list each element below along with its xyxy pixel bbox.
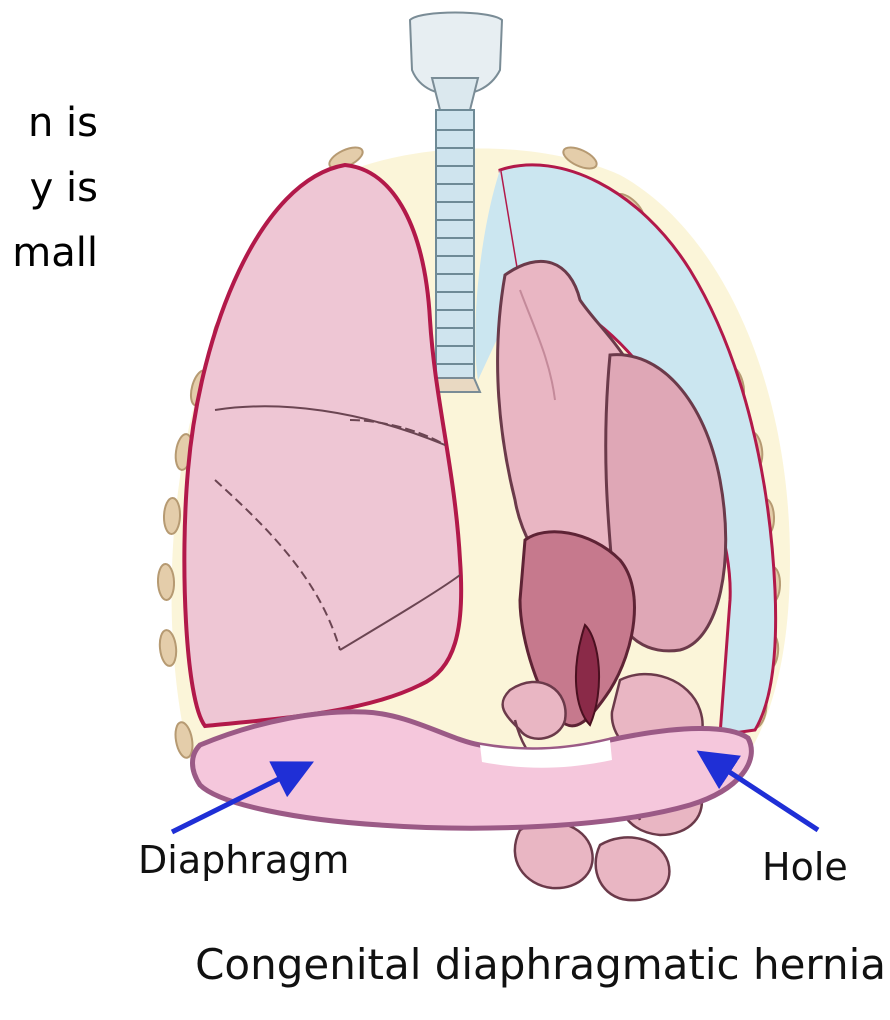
- lung: [184, 165, 461, 726]
- diaphragm-label: Diaphragm: [138, 838, 349, 882]
- figure-caption: Congenital diaphragmatic hernia: [0, 940, 890, 989]
- hole-label: Hole: [762, 845, 848, 889]
